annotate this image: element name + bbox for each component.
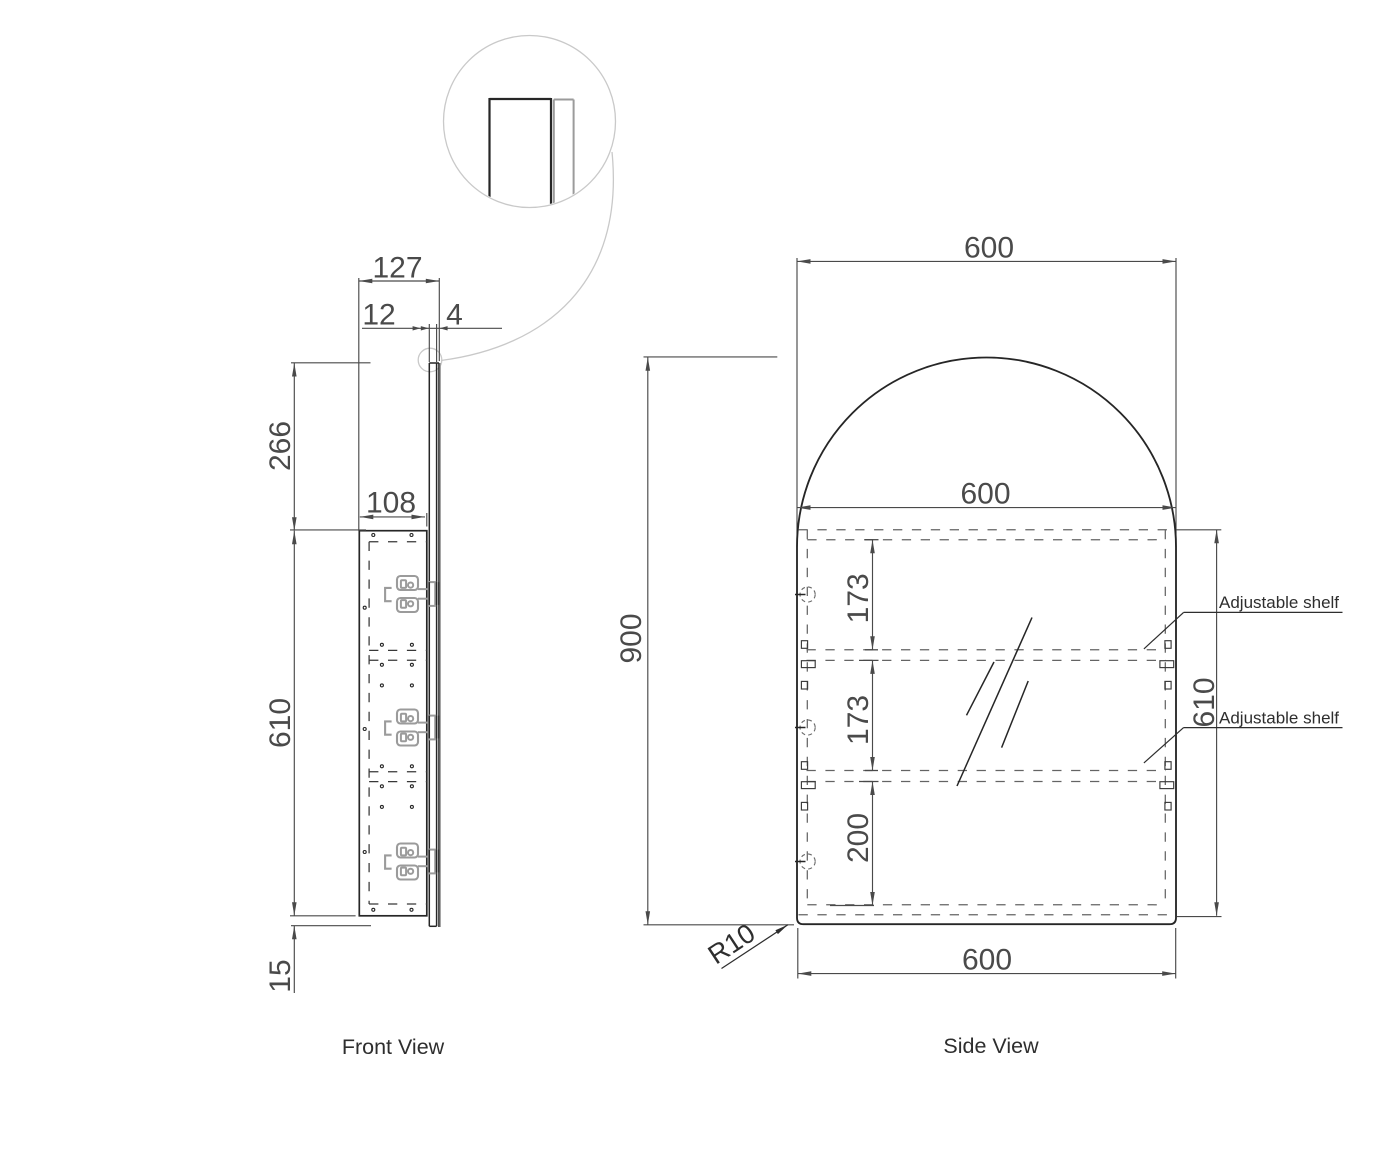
svg-text:600: 600 (962, 944, 1012, 977)
svg-text:600: 600 (964, 232, 1014, 265)
svg-text:610: 610 (264, 698, 297, 748)
svg-text:173: 173 (842, 573, 875, 623)
svg-text:Adjustable shelf: Adjustable shelf (1219, 708, 1339, 727)
svg-text:4: 4 (446, 299, 463, 332)
svg-text:900: 900 (615, 613, 648, 663)
svg-text:15: 15 (264, 959, 297, 992)
svg-text:173: 173 (842, 695, 875, 745)
svg-text:Front View: Front View (342, 1035, 445, 1059)
svg-text:108: 108 (366, 487, 416, 520)
svg-text:12: 12 (362, 299, 395, 332)
svg-text:127: 127 (372, 252, 422, 285)
svg-text:600: 600 (960, 478, 1010, 511)
svg-text:610: 610 (1188, 677, 1221, 727)
svg-text:200: 200 (842, 813, 875, 863)
svg-text:266: 266 (264, 421, 297, 471)
svg-text:Adjustable shelf: Adjustable shelf (1219, 593, 1339, 612)
svg-text:Side View: Side View (943, 1034, 1039, 1058)
